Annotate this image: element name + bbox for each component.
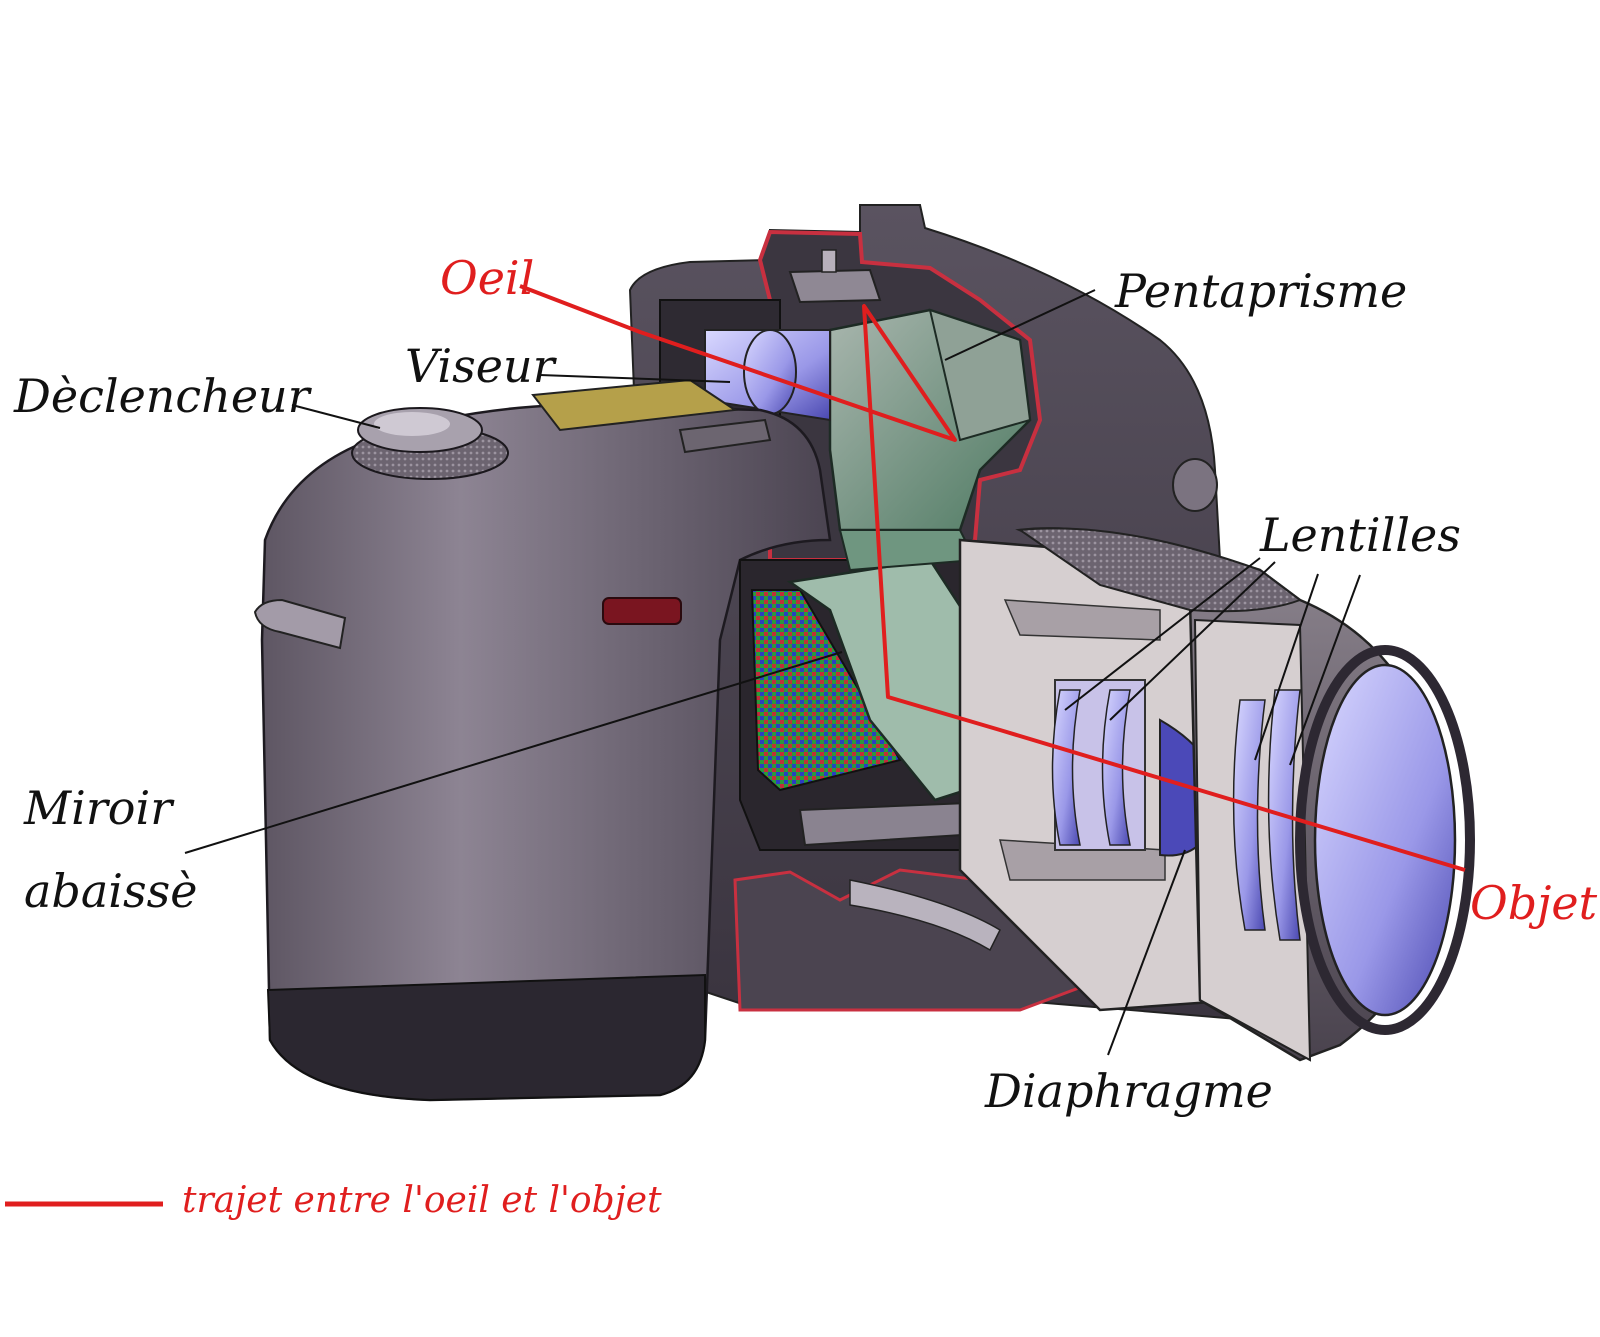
label-viseur: Viseur: [405, 339, 555, 393]
focus-ring: [1017, 527, 1303, 613]
label-objet: Objet: [1470, 876, 1598, 930]
leader-lentilles-2: [1109, 561, 1276, 721]
label-miroir-line2: abaissè: [24, 864, 198, 918]
label-lentilles: Lentilles: [1260, 508, 1461, 562]
grip-bottom: [266, 973, 706, 1102]
label-pentaprisme: Pentaprisme: [1115, 264, 1408, 318]
grip-indicator: [602, 597, 682, 625]
legend-text: trajet entre l'oeil et l'objet: [182, 1180, 662, 1221]
grip-strap-lug: [253, 598, 347, 650]
leader-lentilles-1: [1064, 557, 1261, 711]
lens-element-3: [1232, 699, 1266, 931]
leader-lentilles-4: [1289, 574, 1361, 766]
side-knob: [1172, 458, 1218, 512]
leader-declencheur: [291, 404, 381, 429]
lens-element-2: [1101, 689, 1131, 846]
label-miroir-line1: Miroir: [24, 781, 173, 835]
image-sensor: [750, 589, 902, 792]
top-lcd: [531, 378, 738, 432]
light-path: [519, 284, 1466, 872]
front-lens-ring: [1295, 645, 1475, 1035]
label-declencheur: Dèclencheur: [14, 369, 310, 423]
hot-shoe: [788, 268, 882, 304]
lens-element-1: [1051, 689, 1081, 846]
leader-miroir: [184, 651, 843, 854]
leader-lentilles-3: [1254, 573, 1319, 761]
label-oeil: Oeil: [440, 251, 535, 305]
leader-viseur: [539, 374, 731, 383]
shutter-button-top: [374, 412, 450, 436]
hot-shoe-pin: [821, 249, 837, 273]
leader-pentaprisme: [944, 289, 1096, 361]
pentaprism-face: [928, 308, 1032, 442]
aperture-lever: [849, 879, 1001, 952]
leader-diaphragme: [1107, 849, 1186, 1056]
mode-switch: [678, 418, 772, 454]
front-lens: [1313, 663, 1457, 1017]
label-diaphragme: Diaphragme: [985, 1064, 1273, 1118]
